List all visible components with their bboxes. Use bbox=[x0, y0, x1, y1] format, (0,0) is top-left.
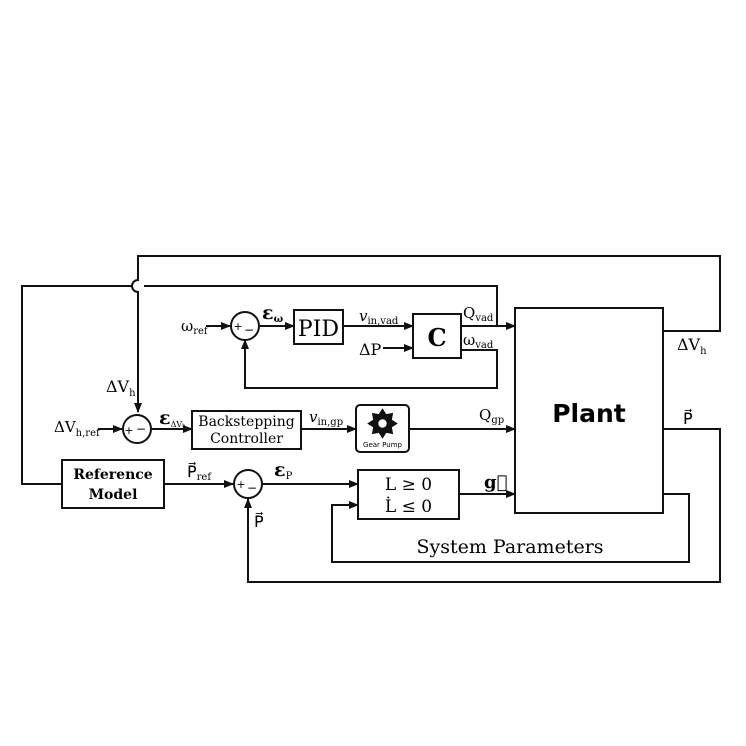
gear-pump-label: Gear Pump bbox=[363, 441, 402, 449]
minus-sign: − bbox=[136, 422, 146, 436]
g-vec-label: g⃗ bbox=[484, 472, 507, 493]
gear-icon bbox=[367, 408, 398, 439]
plus-sign: + bbox=[124, 424, 133, 437]
c-block[interactable]: C bbox=[412, 313, 462, 359]
backstepping-label-line2: Controller bbox=[210, 431, 283, 447]
plus-sign: + bbox=[236, 478, 245, 491]
pid-label: PID bbox=[298, 317, 339, 342]
minus-sign: − bbox=[244, 323, 254, 337]
signal-labels: ωref εω vin,vad ΔP Qvad ωvad ΔVh ΔVh ΔVh… bbox=[54, 302, 707, 531]
delta-vh-ref-label: ΔVh,ref bbox=[54, 418, 101, 439]
constraint-block[interactable]: L ≥ 0 L̇ ≤ 0 bbox=[357, 469, 460, 520]
delta-vh-plant-label: ΔVh bbox=[677, 335, 707, 357]
delta-p-label: ΔP bbox=[359, 340, 382, 359]
q-vad-label: Qvad bbox=[463, 304, 494, 324]
v-in-vad-label: vin,vad bbox=[359, 307, 399, 327]
pid-block[interactable]: PID bbox=[293, 309, 344, 345]
backstepping-controller-block[interactable]: Backstepping Controller bbox=[191, 410, 302, 450]
reference-label-line2: Model bbox=[89, 487, 138, 503]
v-in-gp-label: vin,gp bbox=[309, 408, 343, 428]
plus-sign: + bbox=[233, 320, 242, 333]
omega-vad-feedback-wire bbox=[241, 339, 498, 389]
plant-label: Plant bbox=[552, 399, 626, 428]
p-feedback-wire bbox=[244, 428, 721, 583]
reference-label-line1: Reference bbox=[73, 467, 152, 483]
eps-dvh-label: εΔVₕ bbox=[159, 407, 186, 429]
summing-junction-delta-vh: + − bbox=[122, 414, 152, 444]
c-label: C bbox=[427, 323, 446, 352]
backstepping-label-line1: Backstepping bbox=[198, 414, 294, 430]
delta-vh-feedback-label: ΔVh bbox=[106, 377, 136, 399]
reference-loop-wire bbox=[21, 285, 132, 485]
system-parameters-label: System Parameters bbox=[416, 536, 603, 558]
constraint-line1: L ≥ 0 bbox=[385, 475, 432, 495]
omega-vad-label: ωvad bbox=[463, 331, 494, 351]
delta-vh-feedback-wire bbox=[131, 255, 721, 413]
minus-sign: − bbox=[247, 481, 257, 495]
p-ref-label: P⃗ref bbox=[187, 461, 212, 483]
summing-junction-omega: + − bbox=[230, 311, 260, 341]
eps-p-label: εP bbox=[274, 459, 293, 482]
reference-loop-top-wire bbox=[144, 285, 498, 326]
eps-omega-label: εω bbox=[262, 302, 284, 325]
reference-model-block[interactable]: Reference Model bbox=[61, 459, 165, 509]
omega-ref-label: ωref bbox=[181, 317, 209, 337]
p-vec-plant-label: P⃗ bbox=[683, 408, 693, 428]
plant-block[interactable]: Plant bbox=[514, 307, 664, 514]
summing-junction-p: + − bbox=[233, 469, 263, 499]
system-parameters-wire bbox=[331, 493, 690, 563]
gear-pump-block[interactable]: Gear Pump bbox=[355, 404, 410, 453]
wires bbox=[21, 255, 721, 583]
q-gp-label: Qgp bbox=[479, 406, 504, 426]
p-vec-feedback-label: P⃗ bbox=[254, 511, 264, 531]
constraint-line2: L̇ ≤ 0 bbox=[385, 497, 432, 517]
